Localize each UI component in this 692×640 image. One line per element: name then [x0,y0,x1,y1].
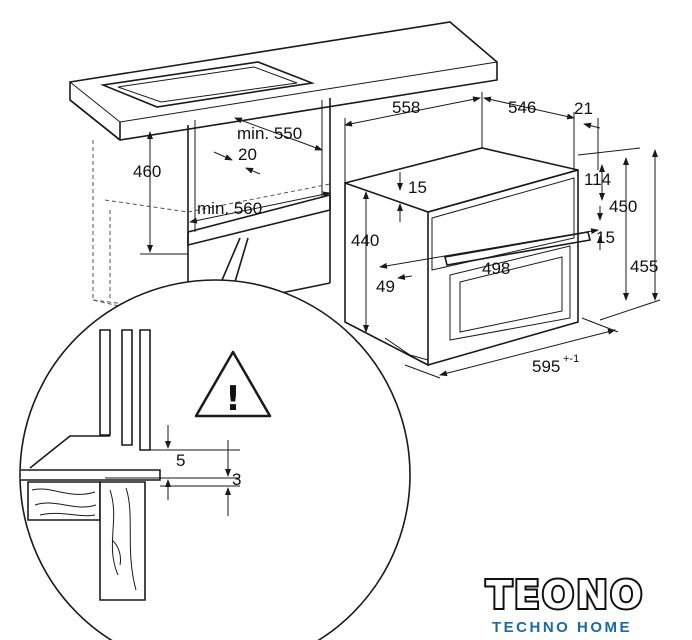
detail-callout: 5 3 ! [19,237,411,640]
dim-546: 546 [483,96,575,170]
dim-15-side: 15 [596,206,615,250]
label-20: 20 [238,145,257,164]
label-440: 440 [351,231,379,250]
label-49: 49 [376,277,395,296]
label-min560: min. 560 [197,199,262,218]
label-455: 455 [630,257,658,276]
dim-20: 20 [213,145,261,175]
logo-main-text: TEONO [486,573,644,617]
label-460: 460 [133,162,161,181]
label-114: 114 [584,170,611,189]
dim-15-top: 15 [397,172,427,222]
label-558: 558 [392,98,420,117]
label-21: 21 [574,99,593,118]
dim-455: 455 [599,149,661,321]
label-min550: min. 550 [237,124,302,143]
dim-460: 460 [133,131,188,255]
dim-49: 49 [376,274,413,296]
dim-min550: min. 550 [234,117,323,151]
label-546: 546 [508,98,536,117]
countertop [69,21,498,141]
label-3: 3 [232,470,241,489]
dim-450: 450 [577,147,641,301]
warning-triangle-icon: ! [194,350,272,419]
label-450: 450 [609,197,637,216]
logo-sub-text: TECHNO HOME [492,619,632,636]
label-498: 498 [482,259,510,278]
dim-595: 595 +-1 [404,317,619,379]
logo: TEONO TECHNO HOME [484,571,644,636]
dim-min560: min. 560 [189,191,331,224]
dim-440: 440 [351,191,379,333]
label-15-top: 15 [408,178,427,197]
dim-21: 21 [574,99,601,170]
dim-114: 114 [584,164,611,201]
dim-3: 3 [225,440,241,516]
hob [99,61,316,108]
dim-498: 498 [379,228,599,278]
label-5: 5 [176,451,185,470]
label-595: 595 [532,357,560,376]
label-595-tolerance: +-1 [563,353,579,365]
warning-symbol: ! [225,379,241,419]
label-15-side: 15 [596,228,615,247]
dim-558: 558 [344,92,483,183]
oven-body [344,147,591,367]
dim-5: 5 [165,425,185,500]
